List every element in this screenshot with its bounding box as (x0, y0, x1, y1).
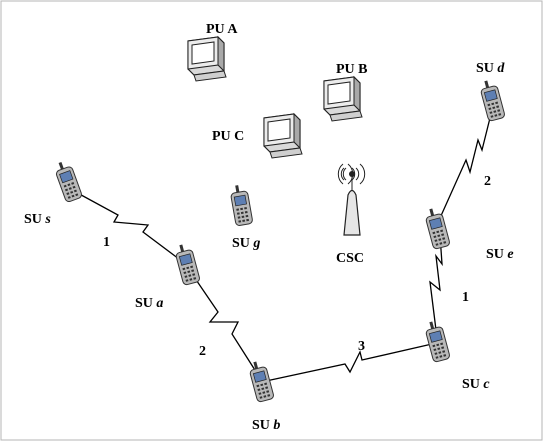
su-g-label: SU g (232, 236, 260, 251)
csc-label: CSC (336, 251, 364, 266)
computer-monitor-icon (187, 36, 227, 82)
link-label-s-a: 1 (103, 235, 110, 250)
pu-a-label: PU A (206, 22, 238, 37)
mobile-phone-icon (478, 77, 506, 122)
link-a-b (187, 267, 261, 379)
su-d-label: SU d (476, 61, 505, 76)
link-label-a-b: 2 (199, 344, 206, 359)
pu-c-label: PU C (212, 129, 244, 144)
link-c-e (429, 234, 443, 331)
computer-monitor-icon (323, 76, 363, 122)
su-b-label: SU b (252, 418, 280, 433)
pu-b-label: PU B (336, 62, 368, 77)
su-s-label: SU s (24, 212, 51, 227)
mobile-phone-icon (423, 205, 451, 250)
radio-tower-icon (337, 163, 366, 236)
link-b-c (265, 343, 433, 382)
su-e-label: SU e (486, 247, 514, 262)
link-label-e-d: 2 (484, 174, 491, 189)
mobile-phone-icon (52, 158, 84, 204)
link-label-c-e: 1 (462, 290, 469, 305)
su-a-label: SU a (135, 296, 163, 311)
mobile-phone-icon (228, 183, 254, 227)
computer-monitor-icon (263, 113, 303, 159)
radio-links (71, 109, 493, 382)
mobile-phone-icon (423, 318, 451, 363)
link-s-a (71, 189, 184, 263)
su-c-label: SU c (462, 377, 490, 392)
link-e-d (439, 109, 493, 219)
mobile-phone-icon (173, 241, 201, 286)
link-label-b-c: 3 (358, 339, 365, 354)
